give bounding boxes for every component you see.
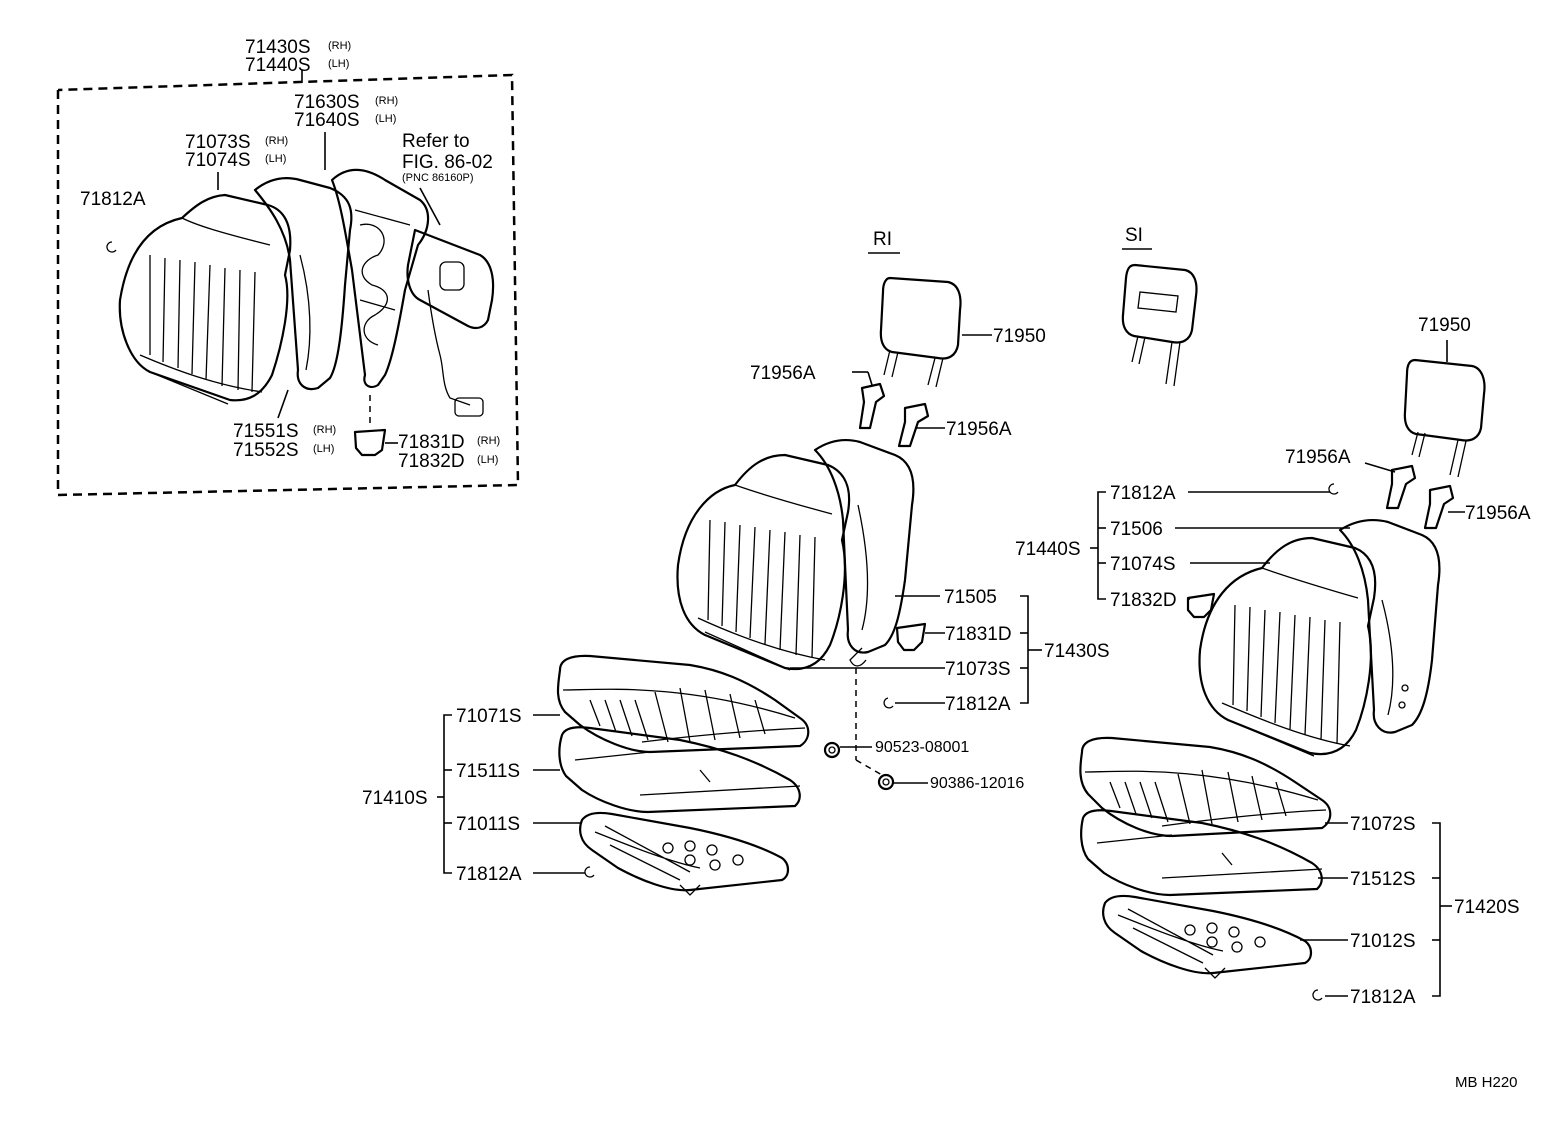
- ri-support-right-label: 71956A: [946, 419, 1012, 440]
- inset-detail: [56, 70, 520, 497]
- inset-back-frame: [330, 168, 430, 389]
- ri-cushion-hog-ring-icon: [584, 866, 595, 878]
- inset-frame-lh-note: (LH): [328, 58, 349, 70]
- si-back-frame-label: 71506: [1110, 519, 1163, 540]
- inset-back-rh-note: (RH): [375, 95, 398, 107]
- ri-back-frame-label: 71505: [944, 587, 997, 608]
- si-headrest-support-right: [1423, 484, 1455, 530]
- inset-back-lh-note: (LH): [375, 113, 396, 125]
- ri-cushion-assy-label: 71410S: [362, 788, 428, 809]
- ri-seatback-cover: [813, 439, 915, 654]
- ri-cushion-frame: [579, 811, 790, 892]
- inset-frame: [56, 73, 520, 497]
- inset-frame-rh-note: (RH): [328, 40, 351, 52]
- ri-headrest: [879, 276, 962, 360]
- ri-cushion-cover-label: 71071S: [456, 706, 522, 727]
- si-seat-assembly: [1079, 340, 1486, 1001]
- inset-clip: [353, 428, 387, 457]
- inset-clip-lh-label: 71832D: [398, 451, 465, 472]
- si-headrest-alt: [1121, 263, 1198, 344]
- si-hog-ring-label: 71812A: [1110, 483, 1176, 504]
- ri-headrest-support-right: [897, 402, 930, 448]
- inset-cover-lh-note: (LH): [265, 153, 286, 165]
- ri-headrest-label: 71950: [993, 326, 1046, 347]
- si-clip: [1186, 592, 1216, 619]
- si-support-left-label: 71956A: [1285, 447, 1351, 468]
- inset-pad-lh-label: 71552S: [233, 440, 299, 461]
- si-seatback-cover: [1338, 519, 1441, 734]
- ri-tag: RI: [873, 229, 892, 250]
- inset-ref-line1: Refer to: [402, 131, 470, 152]
- si-back-assy-label: 71440S: [1015, 539, 1081, 560]
- inset-ref-line3: (PNC 86160P): [402, 172, 474, 184]
- si-cushion-hog-ring-label: 71812A: [1350, 987, 1416, 1008]
- inset-back-rh-label: 71630S: [294, 92, 360, 113]
- inset-cover-lh-label: 71074S: [185, 150, 251, 171]
- inset-pad-lh-note: (LH): [313, 443, 334, 455]
- ri-back-hog-ring-label: 71812A: [945, 694, 1011, 715]
- ri-nut: [823, 741, 841, 759]
- si-cushion-cover: [1079, 736, 1332, 838]
- inset-clip-lh-note: (LH): [477, 454, 498, 466]
- ri-cushion-pad-label: 71511S: [456, 761, 520, 782]
- ri-headrest-support-left: [858, 382, 886, 430]
- diagram-code: MB H220: [1455, 1074, 1518, 1091]
- si-headrest-detail: SI: [1121, 225, 1198, 387]
- ri-cushion-pad: [558, 726, 801, 814]
- ri-back-hog-ring-icon: [883, 697, 894, 709]
- ri-back-assy-label: 71430S: [1044, 641, 1110, 662]
- ri-back-cover-label: 71073S: [945, 659, 1011, 680]
- inset-cover-rh-label: 71073S: [185, 132, 251, 153]
- inset-frame-lh-label: 71440S: [245, 55, 311, 76]
- si-hog-ring-icon: [1328, 483, 1339, 495]
- si-support-right-label: 71956A: [1465, 503, 1531, 524]
- ri-seat-assembly: RI: [437, 229, 1042, 896]
- si-cushion-pad: [1080, 809, 1323, 897]
- si-cushion-hog-ring-icon: [1312, 989, 1323, 1001]
- ri-clip-label: 71831D: [945, 624, 1012, 645]
- inset-cover-rh-note: (RH): [265, 135, 288, 147]
- ri-nut-label: 90523-08001: [875, 739, 969, 756]
- ri-bolt: [877, 773, 895, 791]
- si-tag: SI: [1125, 225, 1143, 246]
- si-cushion-cover-label: 71072S: [1350, 814, 1416, 835]
- si-headrest: [1403, 358, 1486, 442]
- ri-cushion-cover: [556, 654, 810, 754]
- ri-seatback-pad: [676, 453, 851, 671]
- si-cushion-assy-label: 71420S: [1454, 897, 1520, 918]
- inset-pad-rh-label: 71551S: [233, 421, 299, 442]
- si-back-cover-label: 71074S: [1110, 554, 1176, 575]
- si-headrest-label: 71950: [1418, 315, 1471, 336]
- inset-seatback-pad: [118, 193, 292, 402]
- inset-hog-ring-label: 71812A: [80, 189, 146, 210]
- inset-hog-ring-icon: [106, 241, 117, 253]
- inset-frame-rh-label: 71430S: [245, 37, 311, 58]
- si-clip-label: 71832D: [1110, 590, 1177, 611]
- inset-clip-rh-note: (RH): [477, 435, 500, 447]
- inset-ref-line2: FIG. 86-02: [402, 152, 493, 173]
- ri-clip: [895, 622, 927, 652]
- ri-bolt-label: 90386-12016: [930, 775, 1024, 792]
- ri-support-left-label: 71956A: [750, 363, 816, 384]
- inset-back-cover: [253, 177, 353, 391]
- ri-cushion-hog-ring-label: 71812A: [456, 864, 522, 885]
- si-cushion-frame: [1102, 894, 1313, 975]
- si-headrest-support-left: [1385, 464, 1417, 510]
- ri-cushion-frame-label: 71011S: [456, 814, 520, 835]
- si-cushion-frame-label: 71012S: [1350, 931, 1416, 952]
- inset-back-lh-label: 71640S: [294, 110, 360, 131]
- inset-pad-rh-note: (RH): [313, 424, 336, 436]
- inset-clip-rh-label: 71831D: [398, 432, 465, 453]
- si-cushion-pad-label: 71512S: [1350, 869, 1416, 890]
- inset-heater-plate: [406, 228, 495, 330]
- si-seatback-pad: [1198, 536, 1377, 756]
